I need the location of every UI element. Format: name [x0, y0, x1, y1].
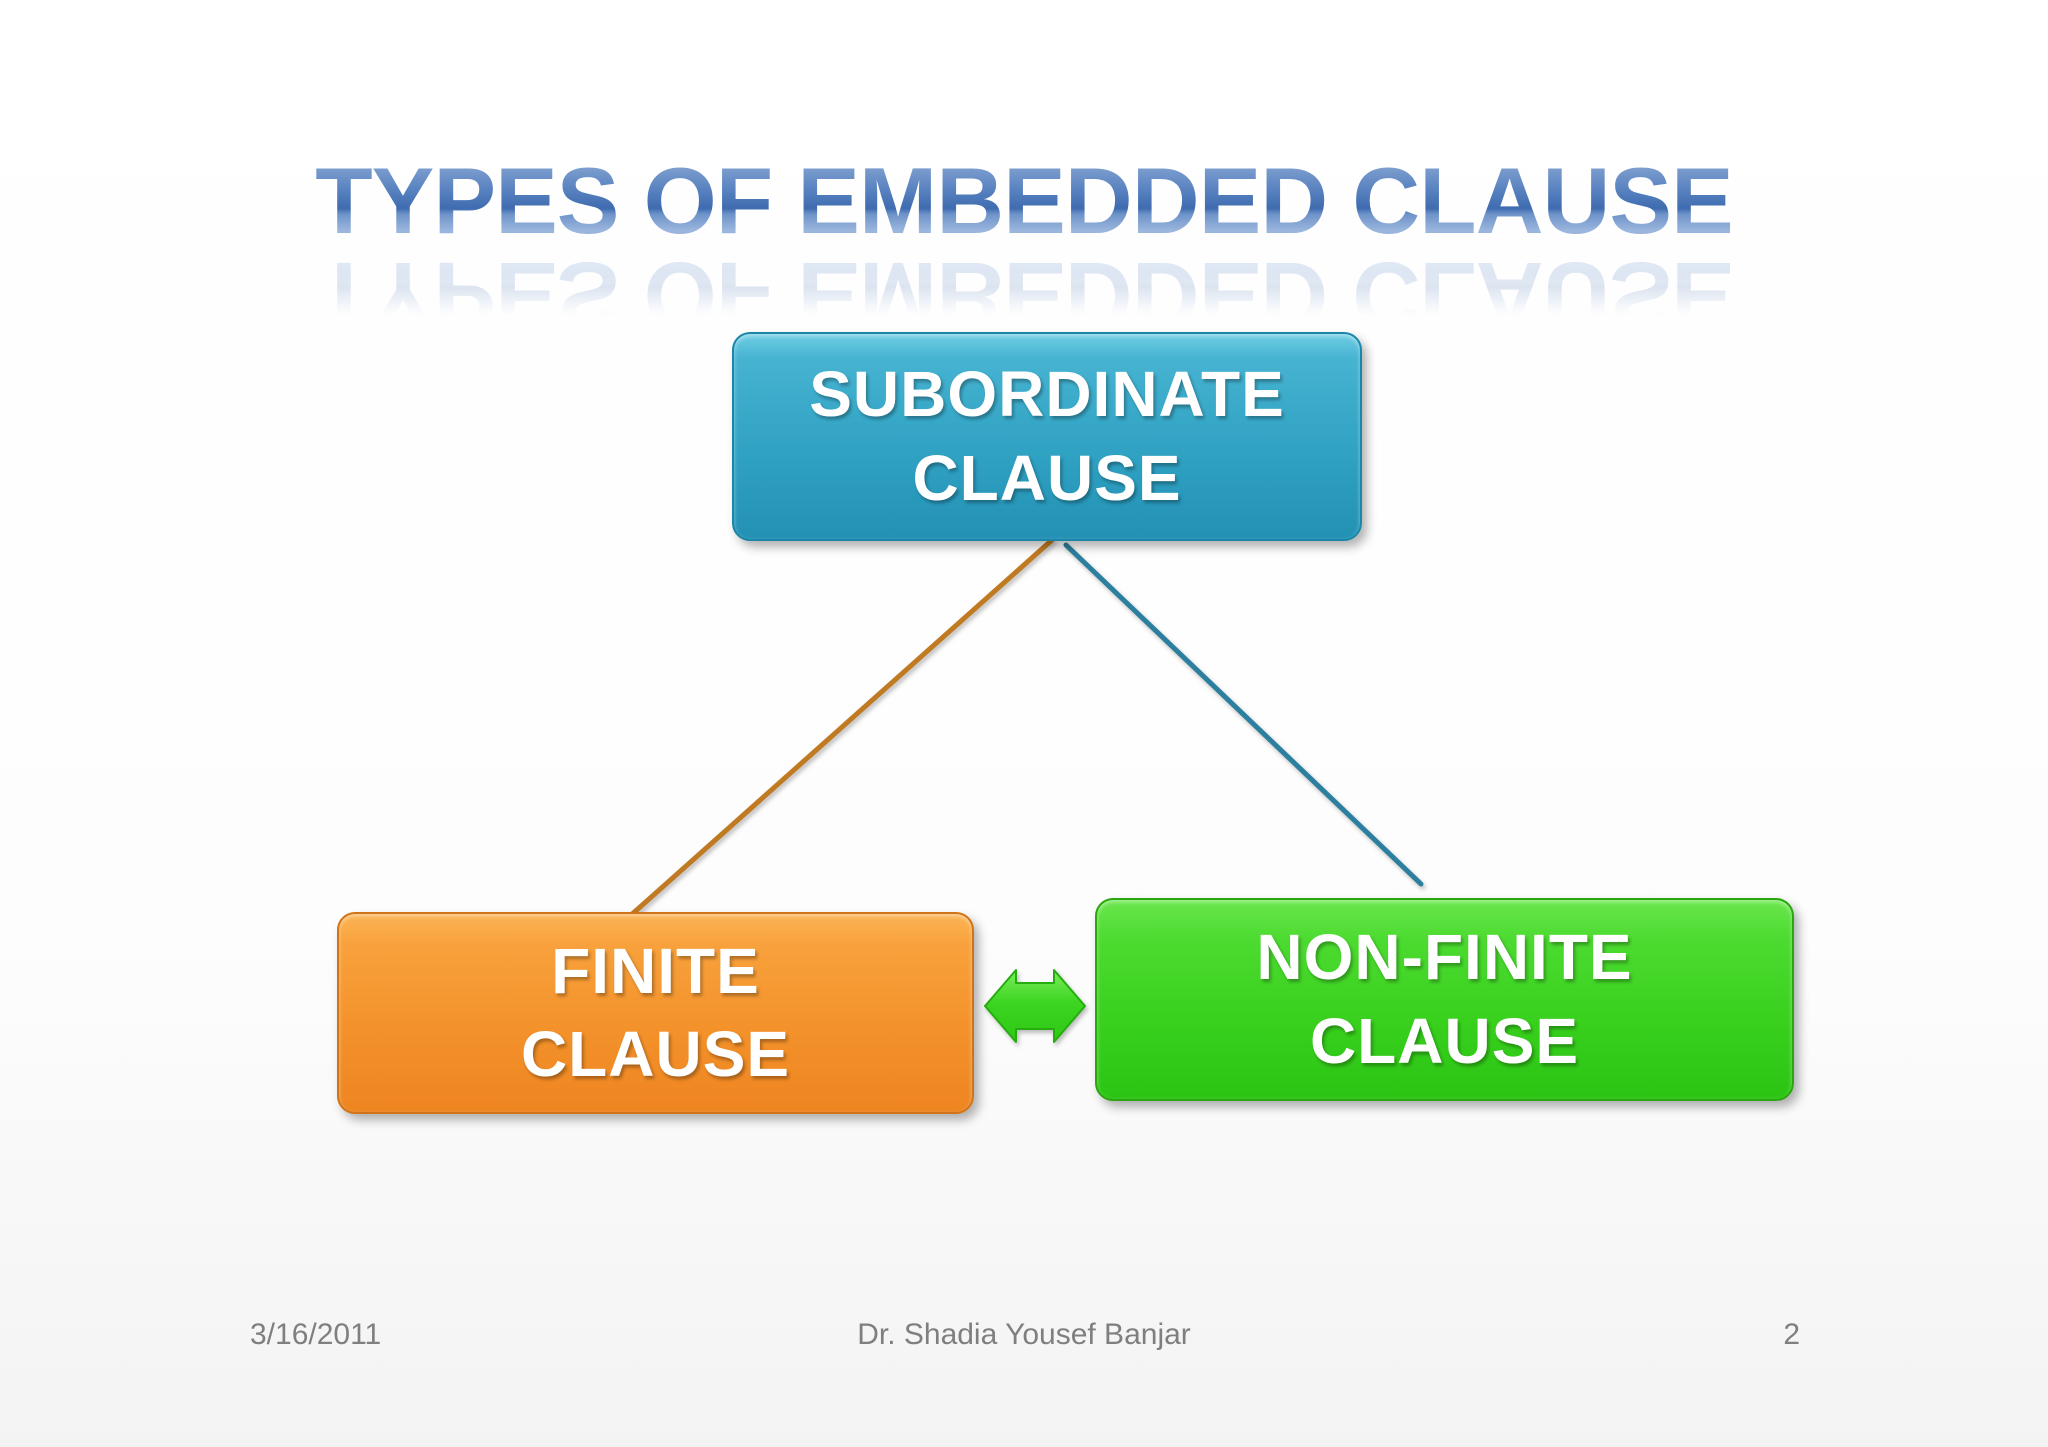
footer-page-number: 2 [1783, 1318, 1800, 1351]
footer-date: 3/16/2011 [250, 1318, 382, 1351]
finite-clause-label-line1: FINITE [551, 934, 760, 1007]
subordinate-clause-label-line2: CLAUSE [912, 441, 1182, 514]
nonfinite-clause-node: NON-FINITE CLAUSE [1095, 898, 1794, 1101]
slide-title: TYPES OF EMBEDDED CLAUSE [0, 154, 2048, 248]
subordinate-clause-label-line1: SUBORDINATE [809, 358, 1285, 431]
bidirectional-arrow-icon [984, 969, 1086, 1043]
finite-clause-label-line2: CLAUSE [520, 1018, 791, 1090]
nonfinite-clause-label-line1: NON-FINITE [1256, 921, 1633, 994]
footer-author: Dr. Shadia Yousef Banjar [857, 1318, 1191, 1351]
subordinate-clause-node: SUBORDINATE CLAUSE [732, 332, 1362, 541]
connector-line-finite [627, 537, 1055, 919]
connector-line-nonfinite [1063, 542, 1424, 887]
nonfinite-clause-label-line2: CLAUSE [1309, 1004, 1580, 1077]
finite-clause-node: FINITE CLAUSE [337, 912, 974, 1114]
